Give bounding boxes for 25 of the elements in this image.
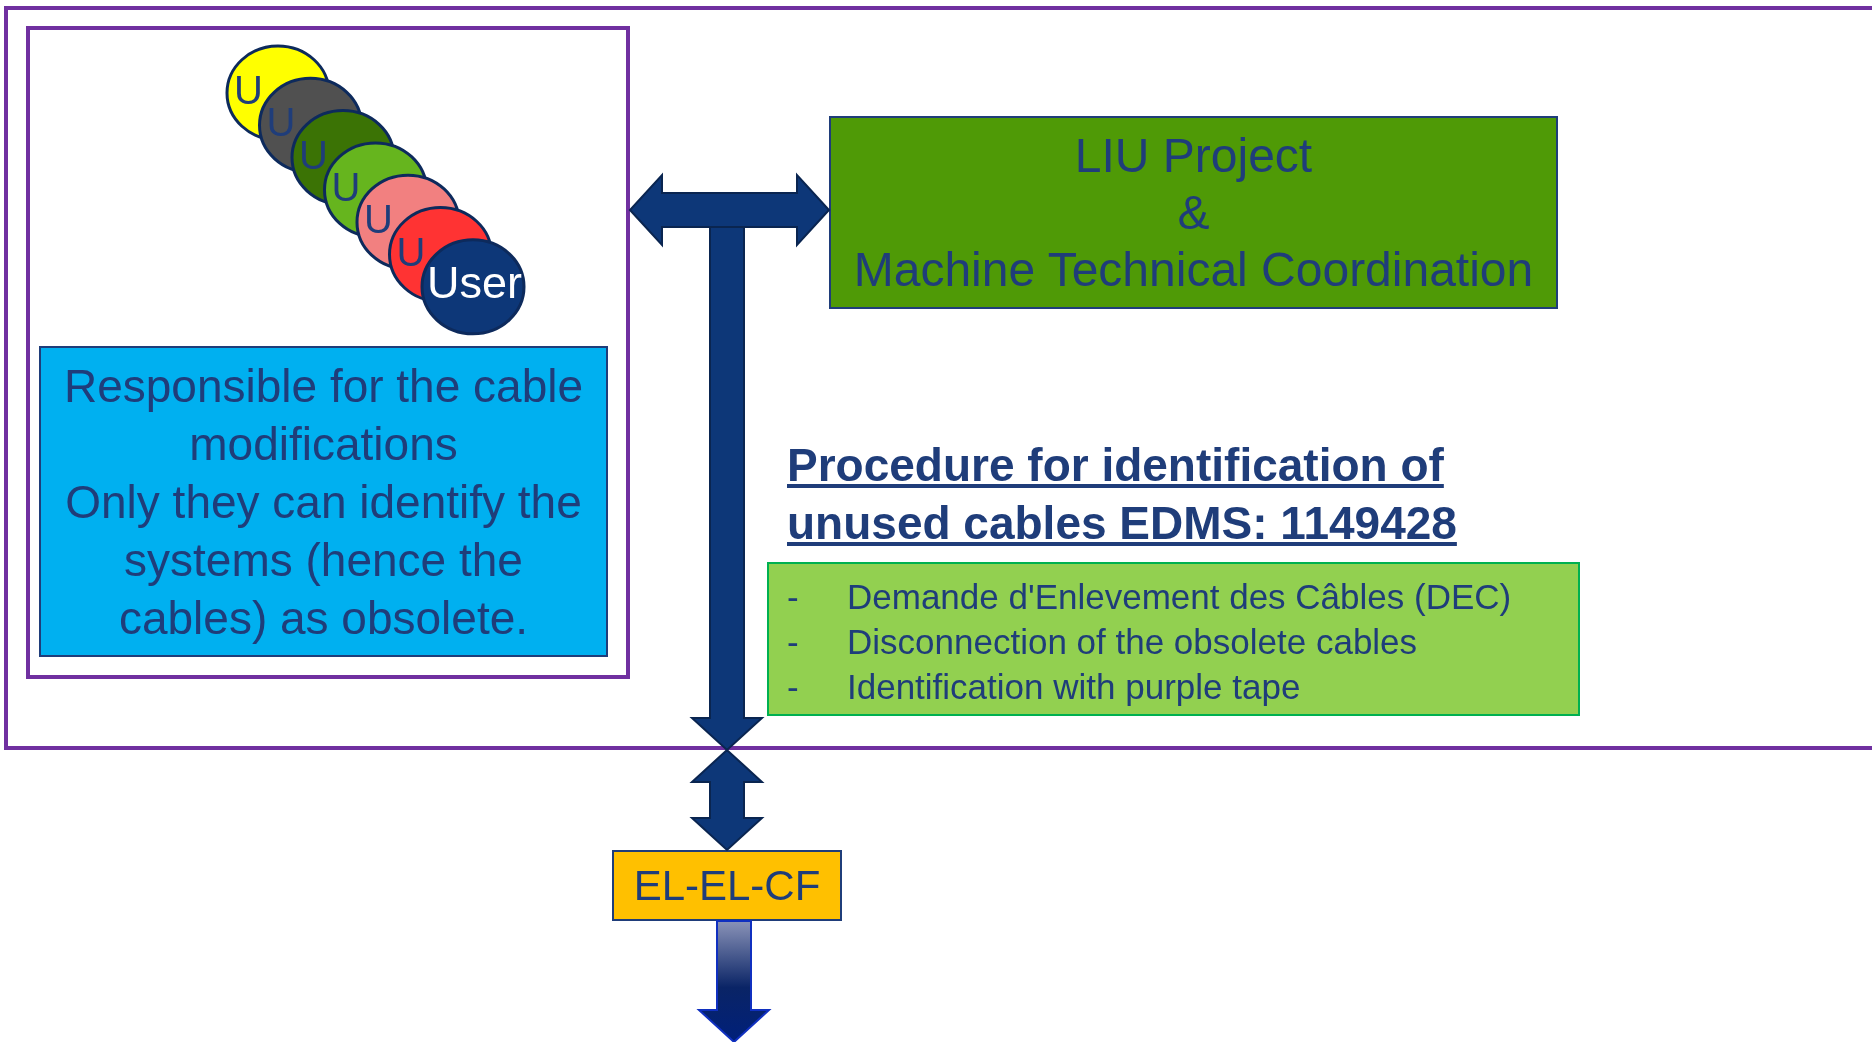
- list-item: - Disconnection of the obsolete cables: [787, 621, 1419, 663]
- block-arrow: [689, 226, 765, 752]
- block-arrow: [689, 748, 765, 852]
- box-text: EL-EL-CF: [633, 861, 821, 910]
- text-box: [612, 850, 842, 921]
- box-text: Only they can identify the systems (hence the cables) as obsolete.: [64, 474, 583, 646]
- list-item: - Demande d'Enlevement des Câbles (DEC): [787, 576, 1513, 618]
- circle-label: U: [396, 231, 426, 272]
- box-text: Responsible for the cable modifications: [62, 358, 585, 472]
- circle-label: U: [331, 166, 361, 207]
- block-arrow: [628, 172, 831, 248]
- text-box: [39, 346, 608, 657]
- circle-label: U: [364, 199, 393, 240]
- circle-label: User: [427, 259, 522, 305]
- block-arrow: [696, 920, 772, 1042]
- procedure-heading: Procedure for identification of unused cables EDMS: 1149428: [787, 438, 1458, 551]
- box-text: LIU Project: [1073, 128, 1314, 184]
- list-item: - Identification with purple tape: [787, 666, 1302, 708]
- frame: [4, 6, 1872, 750]
- frame: [26, 26, 630, 679]
- circle-label: U: [299, 134, 328, 175]
- text-box: [829, 116, 1558, 309]
- box-text: Machine Technical Coordination: [852, 242, 1535, 298]
- circle-label: U: [234, 70, 263, 110]
- box-text: &: [1176, 185, 1211, 241]
